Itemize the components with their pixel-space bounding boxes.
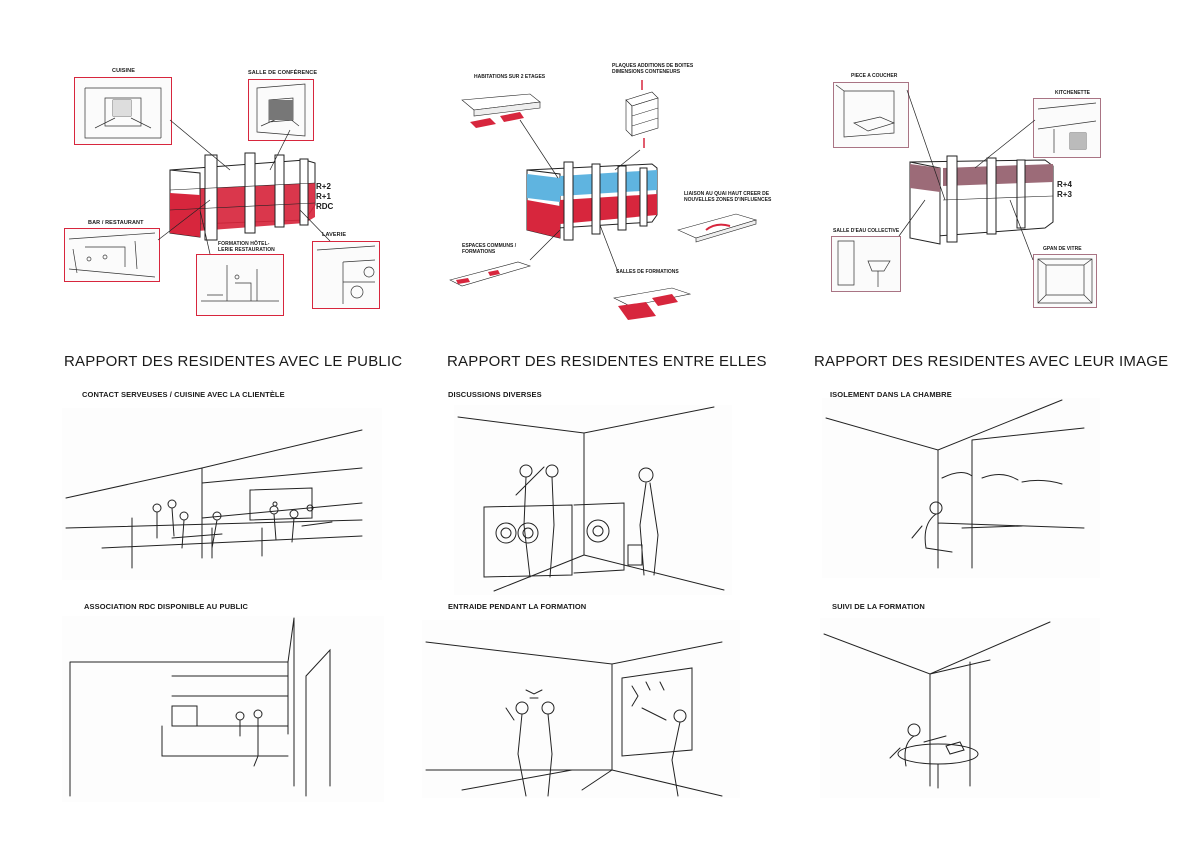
caption-suivi: SUIVI DE LA FORMATION xyxy=(832,602,925,611)
frame-formation xyxy=(196,254,284,316)
label-kitchenette: KITCHENETTE xyxy=(1055,90,1090,96)
slab-habitations xyxy=(461,93,541,128)
sketch-restaurant xyxy=(62,408,382,580)
sketch-isolement xyxy=(822,398,1100,578)
label-espaces: ESPACES COMMUNS / FORMATIONS xyxy=(462,243,517,255)
levels-label: R+2 R+1 RDC xyxy=(316,182,334,211)
label-salle-eau: SALLE D'EAU COLLECTIVE xyxy=(833,228,900,234)
sketch-entraide xyxy=(422,620,740,798)
frame-salle-eau xyxy=(831,236,901,292)
stacked-plates xyxy=(625,80,659,148)
caption-entraide: ENTRAIDE PENDANT LA FORMATION xyxy=(448,602,587,611)
label-plaques: PLAQUES ADDITIONS DE BOITES DIMENSIONS C… xyxy=(612,63,694,75)
building-red-volume xyxy=(169,152,316,241)
label-salles: SALLES DE FORMATIONS xyxy=(616,269,679,275)
caption-discussions: DISCUSSIONS DIVERSES xyxy=(448,390,542,399)
label-conference: SALLE DE CONFÉRENCE xyxy=(248,70,318,76)
slab-salles xyxy=(613,287,692,320)
caption-contact: CONTACT SERVEUSES / CUISINE AVEC LA CLIE… xyxy=(82,390,285,399)
frame-conference xyxy=(248,79,314,141)
frame-cuisine xyxy=(74,77,172,145)
slab-liaison xyxy=(677,213,758,243)
slab-espaces xyxy=(449,261,532,287)
diagram-image: R+4 R+3 PIECE A COUCHER KITCHENETTE SALL… xyxy=(825,60,1115,320)
frame-bar xyxy=(64,228,160,282)
caption-association: ASSOCIATION RDC DISPONIBLE AU PUBLIC xyxy=(84,602,249,611)
diagram-entre-elles: HABITATIONS SUR 2 ETAGES PLAQUES ADDITIO… xyxy=(440,60,772,320)
levels-label-upper: R+4 R+3 xyxy=(1057,180,1072,199)
label-laverie: LAVERIE xyxy=(322,232,347,238)
sketch-laverie xyxy=(454,405,732,595)
leader-lines-2 xyxy=(519,119,641,273)
sketch-association xyxy=(62,616,384,802)
label-habitations: HABITATIONS SUR 2 ETAGES xyxy=(474,74,546,80)
caption-isolement: ISOLEMENT DANS LA CHAMBRE xyxy=(830,390,952,399)
frame-kitchenette xyxy=(1033,98,1101,158)
label-liaison: LIAISON AU QUAI HAUT CREER DE NOUVELLES … xyxy=(684,191,772,203)
label-piece: PIECE A COUCHER xyxy=(851,73,898,79)
frame-pan xyxy=(1033,254,1097,308)
label-cuisine: CUISINE xyxy=(112,68,136,74)
frame-piece xyxy=(833,82,909,148)
column-title-image: RAPPORT DES RESIDENTES AVEC LEUR IMAGE xyxy=(814,353,1169,370)
leader-lines xyxy=(157,119,331,255)
diagram-public: R+2 R+1 RDC CUISINE SALLE DE CONFÉRENCE … xyxy=(60,60,390,320)
building-blue-red-volume xyxy=(526,161,658,241)
label-pan: GPAN DE VITRE xyxy=(1043,246,1082,252)
leader-lines-3 xyxy=(898,89,1036,261)
frame-laverie xyxy=(312,241,380,309)
sketch-suivi xyxy=(820,618,1100,798)
column-title-public: RAPPORT DES RESIDENTES AVEC LE PUBLIC xyxy=(64,353,403,370)
label-bar: BAR / RESTAURANT xyxy=(88,220,144,226)
column-title-entre-elles: RAPPORT DES RESIDENTES ENTRE ELLES xyxy=(447,353,767,370)
label-formation: FORMATION HÔTEL- LERIE RESTAURATION xyxy=(218,241,275,253)
